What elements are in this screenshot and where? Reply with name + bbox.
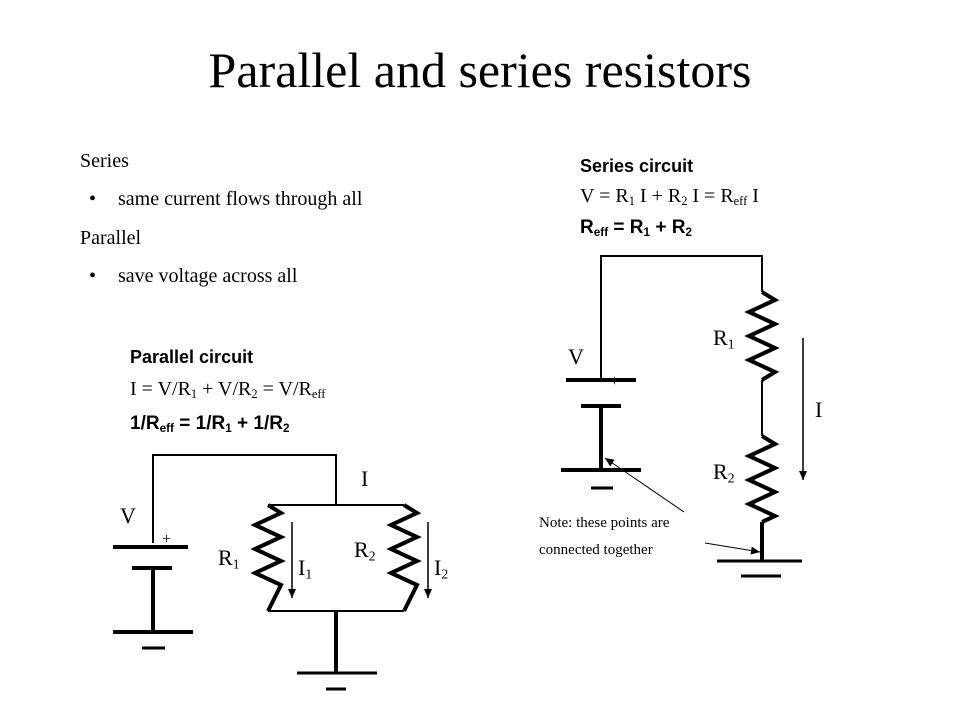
- parallel-equation-1: I = V/R1 + V/R2 = V/Reff: [130, 378, 326, 402]
- parallel-top-wire: [152, 454, 337, 543]
- parallel-voltage-label: V: [120, 503, 136, 528]
- series-heading: Series: [80, 150, 129, 172]
- series-voltage-label: V: [568, 344, 584, 369]
- series-note-arrow-right: [704, 542, 761, 555]
- parallel-resistor-r1: [250, 503, 286, 612]
- series-note-line-1: Note: these points are: [539, 515, 670, 531]
- parallel-current-label: I: [361, 466, 369, 491]
- parallel-i2-label: I2: [434, 555, 449, 582]
- series-equation-1: V = R1 I + R2 I = Reff I: [580, 185, 759, 209]
- parallel-resistor-r2: [386, 503, 422, 612]
- parallel-circuit-diagram: [113, 454, 432, 691]
- series-note-line-2: connected together: [539, 542, 653, 558]
- parallel-heading: Parallel: [80, 227, 142, 249]
- slide-title: Parallel and series resistors: [208, 42, 752, 98]
- parallel-equation-2: 1/Reff = 1/R1 + 1/R2: [130, 413, 290, 435]
- series-note-arrow-left: [604, 457, 685, 513]
- series-top-wire: [600, 255, 763, 379]
- series-equation-2: Reff = R1 + R2: [580, 217, 692, 239]
- series-bullet-text: same current flows through all: [118, 188, 363, 210]
- series-circuit-diagram: [561, 255, 807, 578]
- series-resistor-r1: [744, 290, 780, 382]
- series-resistor-r2: [744, 434, 780, 524]
- series-current-label: I: [815, 397, 823, 422]
- series-circuit-heading: Series circuit: [580, 156, 694, 176]
- series-bullet: same current flows through all: [89, 187, 363, 211]
- parallel-i1-label: I1: [298, 555, 313, 582]
- parallel-r2-label: R2: [354, 537, 376, 564]
- parallel-bullet: save voltage across all: [89, 264, 298, 288]
- series-battery-plus: +: [610, 373, 620, 390]
- series-r1-label: R1: [713, 325, 735, 352]
- parallel-bullet-text: save voltage across all: [118, 265, 298, 287]
- parallel-r1-label: R1: [218, 545, 240, 572]
- series-r2-label: R2: [713, 459, 735, 486]
- parallel-battery-plus: +: [162, 531, 172, 548]
- parallel-circuit-heading: Parallel circuit: [130, 347, 254, 367]
